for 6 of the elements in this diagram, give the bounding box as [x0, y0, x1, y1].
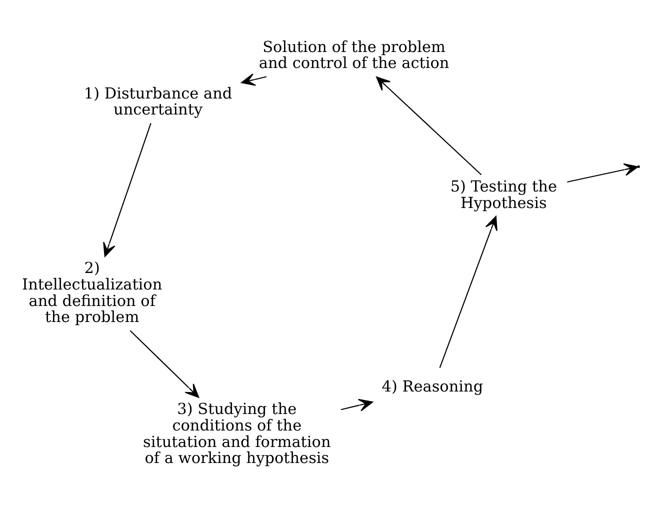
node-text: 5) Testing the Hypothesis: [450, 176, 557, 212]
node-text: 3) Studying the conditions of the situtation and formation of a working hypothesis: [143, 400, 331, 467]
node-text: 1) Disturbance and uncertainty: [84, 84, 232, 118]
node-text: 2) Intellectualization and definition of the problem: [22, 258, 162, 326]
node-text: 4) Reasoning: [382, 377, 484, 396]
node-text: Solution of the problem and control of the action: [258, 37, 450, 72]
